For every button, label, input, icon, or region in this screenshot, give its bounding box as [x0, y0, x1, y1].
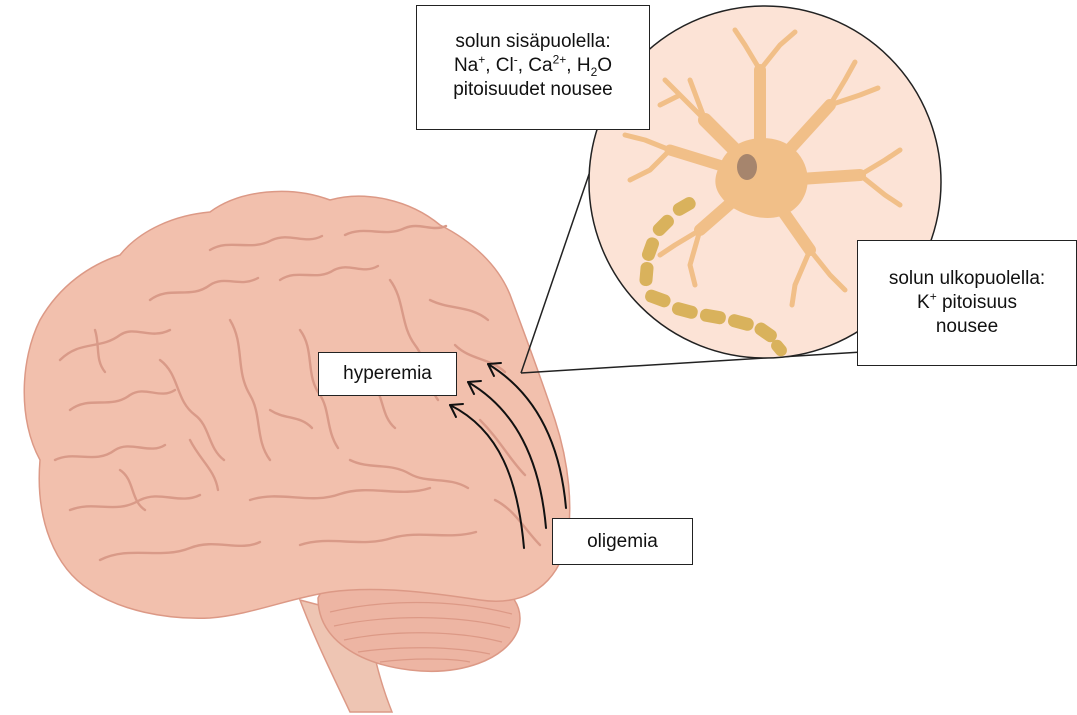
ion-ca-charge: 2+	[553, 53, 567, 67]
label-oligemia: oligemia	[552, 518, 693, 565]
nucleus	[737, 154, 757, 180]
label-oligemia-text: oligemia	[553, 530, 692, 554]
label-inside-ions: Na+, Cl-, Ca2+, H2O	[417, 54, 649, 78]
ion-k: K	[917, 292, 930, 313]
label-hyperemia-text: hyperemia	[319, 362, 456, 386]
ion-k-charge: +	[930, 290, 937, 304]
label-outside-line2: K+ pitoisuus	[858, 291, 1076, 315]
ion-ca: , Ca	[518, 55, 553, 76]
label-outside-cell: solun ulkopuolella: K+ pitoisuus nousee	[857, 240, 1077, 366]
ion-cl: , Cl	[485, 55, 514, 76]
label-outside-line3: nousee	[858, 315, 1076, 339]
label-inside-line3: pitoisuudet nousee	[417, 78, 649, 102]
label-inside-cell: solun sisäpuolella: Na+, Cl-, Ca2+, H2O …	[416, 5, 650, 130]
label-inside-line1: solun sisäpuolella:	[417, 30, 649, 54]
molecule-h: , H	[566, 55, 590, 76]
label-outside-pitoisuus: pitoisuus	[937, 292, 1017, 313]
molecule-o: O	[597, 55, 612, 76]
cerebrum	[24, 191, 570, 618]
ion-na: Na	[454, 55, 478, 76]
label-outside-line1: solun ulkopuolella:	[858, 267, 1076, 291]
label-hyperemia: hyperemia	[318, 352, 457, 396]
